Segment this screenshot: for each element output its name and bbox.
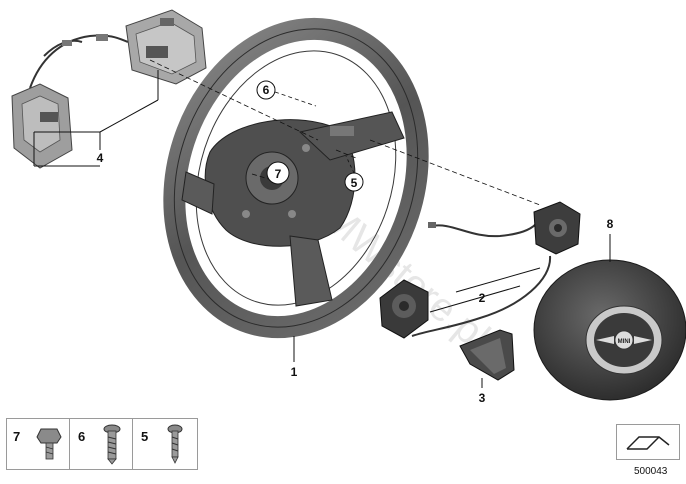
svg-text:MINI: MINI bbox=[618, 339, 631, 345]
part-4-harness-drawing bbox=[11, 9, 207, 169]
callout-2: 2 bbox=[479, 291, 486, 305]
leader-2 bbox=[429, 267, 541, 313]
callout-6: 6 bbox=[256, 80, 317, 107]
part-3-trim-drawing bbox=[459, 329, 515, 381]
callout-4: 4 bbox=[97, 151, 104, 165]
svg-text:5: 5 bbox=[351, 176, 358, 190]
legend-box-6: 6 bbox=[69, 418, 135, 470]
svg-text:6: 6 bbox=[263, 83, 270, 97]
diagram-number: 500043 bbox=[634, 466, 668, 477]
screw-6-icon bbox=[103, 424, 121, 465]
part-8-airbag-drawing: MINI bbox=[533, 259, 686, 401]
screw-5-icon bbox=[167, 424, 183, 464]
callout-8: 8 bbox=[607, 217, 614, 231]
view-symbol-box bbox=[616, 424, 680, 460]
callout-1: 1 bbox=[291, 365, 298, 379]
svg-text:7: 7 bbox=[275, 167, 282, 181]
legend-label-6: 6 bbox=[78, 429, 86, 444]
mini-wings-logo: MINI bbox=[596, 330, 652, 350]
legend-label-7: 7 bbox=[13, 429, 21, 444]
callout-5: 5 bbox=[344, 155, 364, 192]
leader-4 bbox=[33, 70, 159, 167]
legend-label-5: 5 bbox=[141, 429, 149, 444]
legend-box-5: 5 bbox=[132, 418, 198, 470]
orientation-arrow-icon bbox=[626, 436, 670, 450]
part-2-switch-drawing bbox=[379, 201, 581, 339]
callout-3: 3 bbox=[479, 391, 486, 405]
bolt-7-icon bbox=[36, 428, 62, 460]
callout-7: 7 bbox=[266, 161, 290, 185]
legend-box-7: 7 bbox=[6, 418, 72, 470]
